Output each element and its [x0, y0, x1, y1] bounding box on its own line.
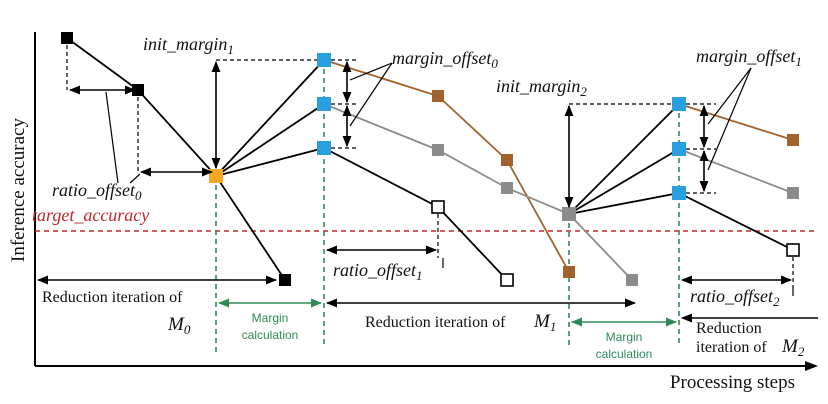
gray-marker [787, 187, 799, 199]
ratio-offset-1-label: ratio_offset1 [333, 260, 423, 283]
brown-series-line [323, 59, 570, 273]
blue-marker [672, 97, 686, 111]
margin-calc-2-line1: Margin [606, 330, 643, 344]
margin-offset-0-label: margin_offset0 [392, 48, 498, 71]
margin-calc-2-line2: calculation [596, 347, 653, 361]
brown-marker [787, 134, 799, 146]
leader-lines [105, 62, 794, 296]
markers [61, 32, 800, 287]
offset-arrows [36, 60, 818, 323]
target-accuracy-label: target_accuracy [32, 205, 149, 225]
reduction-m2-line2: iteration of [696, 339, 767, 356]
init-margin-1-label: init_margin1 [143, 34, 234, 57]
brown-marker [432, 90, 444, 102]
reduction-m1-label: Reduction iteration of [365, 314, 506, 331]
x-axis-arrowhead [805, 361, 818, 371]
blue-marker [672, 186, 686, 200]
gray-series-line [323, 103, 633, 281]
helper-dashes [66, 38, 794, 288]
orange-marker [209, 169, 223, 183]
black-marker [279, 274, 291, 286]
init-margin-2-label: init_margin2 [496, 76, 587, 99]
annotation-labels: init_margin1 margin_offset0 ratio_offset… [52, 34, 802, 309]
y-axis-label: Inference accuracy [8, 118, 29, 262]
black-series-line [66, 37, 286, 281]
gray-marker [432, 144, 444, 156]
margin-calc-1-line2: calculation [242, 328, 299, 342]
reduction-m2-line1: Reduction [696, 320, 762, 337]
reduction-m0-model: M0 [167, 314, 191, 337]
margin-offset-1-label: margin_offset1 [696, 46, 802, 69]
brown-marker [501, 154, 513, 166]
blue-marker [672, 142, 686, 156]
ratio-offset-2-label: ratio_offset2 [690, 286, 780, 309]
gray-marker [501, 182, 513, 194]
black-marker [61, 32, 73, 44]
gray-marker [562, 207, 576, 221]
series-lines [66, 37, 794, 281]
ratio-offset-0-label: ratio_offset0 [52, 180, 142, 203]
reduction-m0-label: Reduction iteration of [42, 289, 183, 306]
hollow-marker [786, 243, 800, 257]
margin-calc-1-line1: Margin [252, 311, 289, 325]
hollow-marker [431, 200, 445, 214]
blue-marker [317, 53, 331, 67]
reduction-m1-model: M1 [533, 311, 556, 334]
margin-calc-arrows [217, 298, 678, 327]
blue-marker [317, 141, 331, 155]
phase-labels: Reduction iteration of M0 Margin calcula… [42, 289, 805, 361]
hollow-marker [500, 273, 514, 287]
axes: Inference accuracy Processing steps [8, 32, 818, 393]
blue-marker [317, 97, 331, 111]
reduction-m2-model: M2 [781, 336, 805, 359]
brown-marker [563, 266, 575, 278]
gray-marker [626, 274, 638, 286]
x-axis-label: Processing steps [670, 372, 795, 393]
